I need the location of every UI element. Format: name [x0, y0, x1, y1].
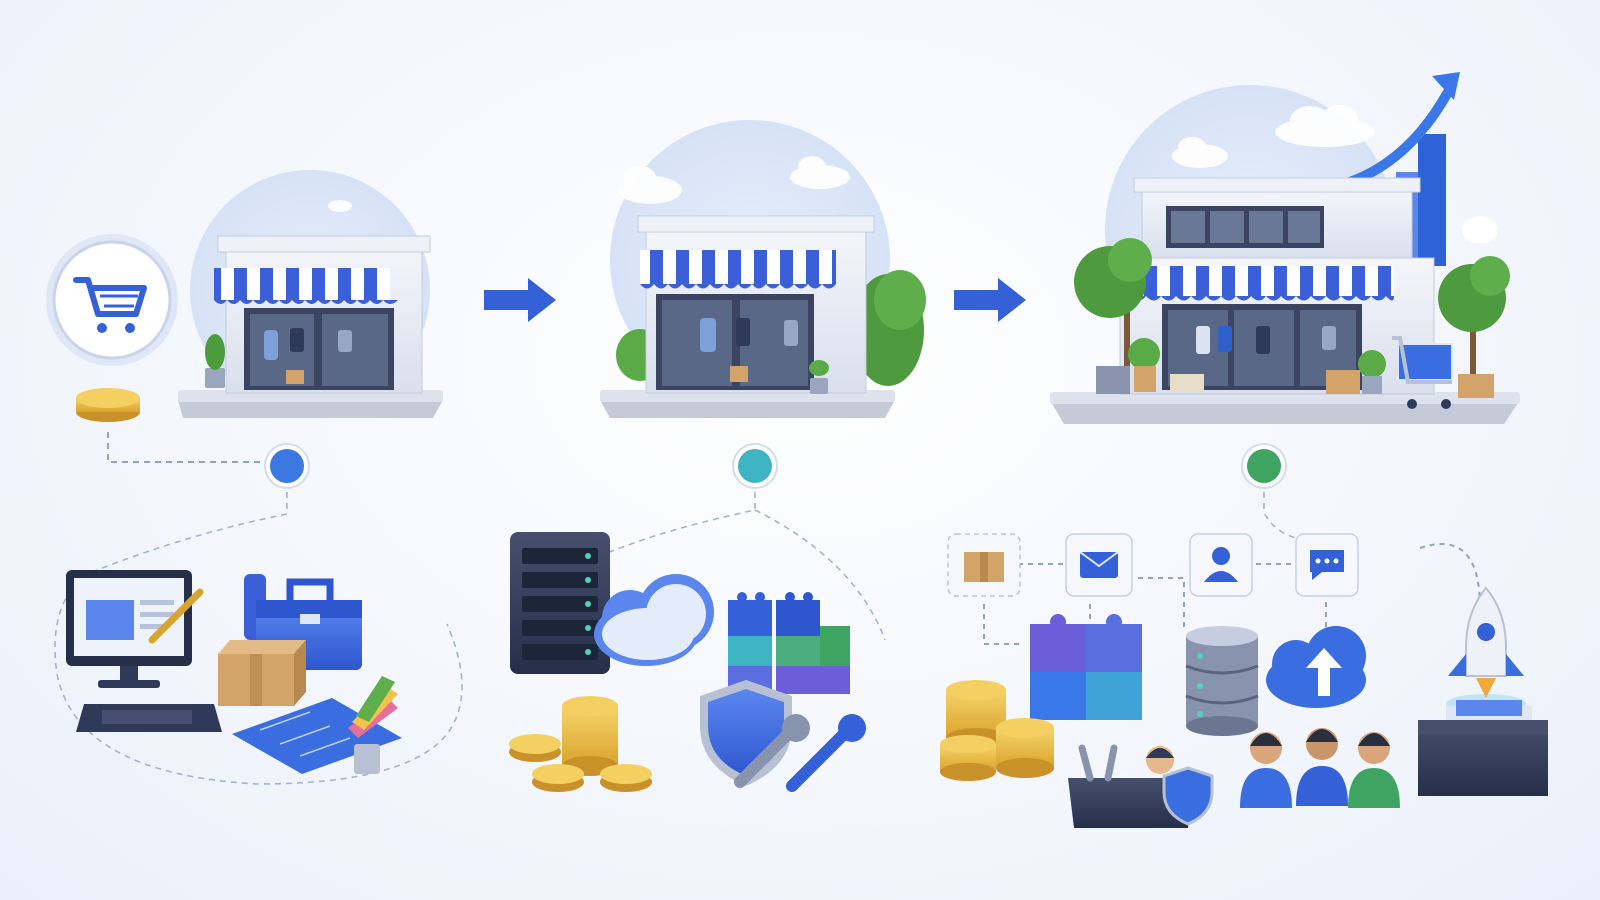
- user-icon: [1189, 533, 1253, 597]
- growing-storefront: [600, 215, 926, 418]
- rocket-icon: [1446, 586, 1526, 714]
- cloud-upload-icon: [1266, 626, 1366, 708]
- small-storefront: [178, 235, 443, 418]
- server-rack-icon: [510, 532, 610, 674]
- puzzle-icon: [1030, 614, 1142, 720]
- chat-icon: [1295, 533, 1359, 597]
- database-icon: [1185, 626, 1259, 736]
- color-swatch-icon: [348, 676, 398, 774]
- coin-icon: [76, 388, 140, 422]
- wrench-icon: [734, 714, 866, 792]
- timeline-node-2: [732, 443, 778, 489]
- arrow-right-icon: [484, 278, 556, 322]
- email-icon: [1065, 533, 1133, 597]
- box-icon: [218, 640, 306, 706]
- file-tray-icon: [1418, 700, 1548, 796]
- shopping-cart-icon: [46, 234, 178, 366]
- timeline-node-3: [1241, 443, 1287, 489]
- timeline-node-1: [264, 443, 310, 489]
- arrow-right-icon: [954, 278, 1026, 322]
- coins-icon: [940, 680, 1054, 781]
- workflow-connectors: [983, 543, 1481, 645]
- cloud-decoration: [328, 105, 1498, 244]
- team-icon: [1240, 728, 1400, 808]
- design-group-outline: [54, 492, 463, 785]
- package-icon: [947, 533, 1021, 597]
- toolbox-icon: [1068, 744, 1214, 828]
- drawing-tablet-icon: [76, 704, 222, 732]
- monitor-icon: [66, 570, 204, 688]
- shopping-cart-icon: [1392, 336, 1453, 409]
- building-blocks-icon: [728, 592, 850, 694]
- coin-connector: [107, 432, 278, 463]
- large-storefront: [1050, 72, 1520, 424]
- cloud-icon: [594, 574, 714, 666]
- operations-group-outline: [1263, 492, 1305, 541]
- coins-icon: [509, 696, 652, 792]
